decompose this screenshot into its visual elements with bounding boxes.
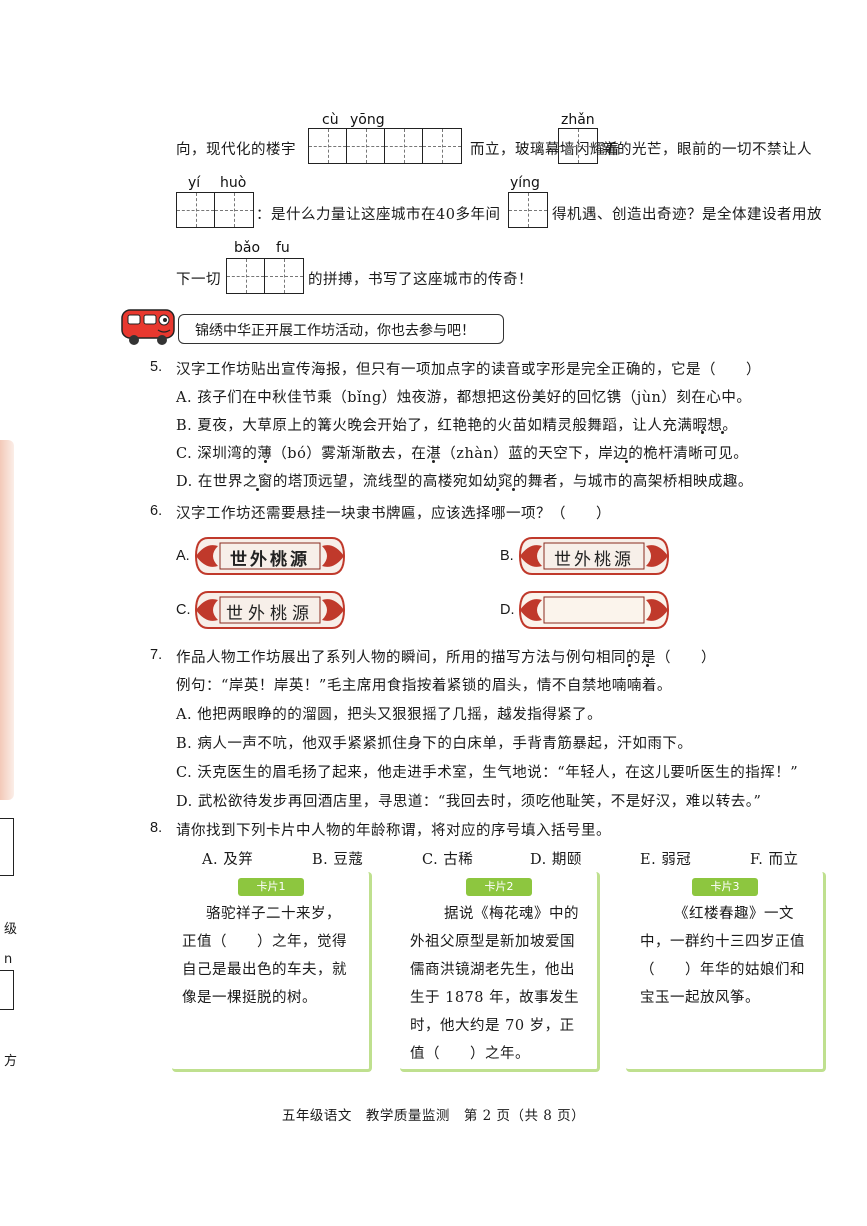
- q6-label-d: D.: [500, 602, 515, 618]
- banner-speech-bubble: 锦绣中华正开展工作坊活动，你也去参与吧！: [178, 314, 504, 344]
- q8-choice-e: E. 弱冠: [640, 852, 692, 868]
- q7-example: 例句：“岸英！岸英！”毛主席用食指按着紧锁的眉头，情不自禁地喃喃着。: [176, 678, 672, 694]
- q5-option-c[interactable]: C. 深圳湾的薄（bó）雾渐渐散去，在湛（zhàn）蓝的天空下，岸边的桅杆清晰可…: [176, 446, 749, 462]
- passage-line3-post: 的拼搏，书写了这座城市的传奇！: [308, 272, 533, 288]
- q7-stem: 作品人物工作坊展出了系列人物的瞬间，所用的描写方法与例句相同的是（ ）: [176, 650, 716, 666]
- q5-option-b[interactable]: B. 夏夜，大草原上的篝火晚会开始了，红艳艳的火苗如精灵般舞蹈，让人充满暇想。: [176, 418, 738, 434]
- card-2-line-3: 儒商洪镜湖老先生，他出: [410, 962, 575, 978]
- q6-stem: 汉字工作坊还需要悬挂一块隶书牌匾，应该选择哪一项？（ ）: [176, 506, 611, 522]
- pinyin-yi: yí: [188, 175, 201, 191]
- emphasis-dot: [264, 460, 267, 463]
- card-tag-2: 卡片2: [466, 878, 532, 896]
- plaque-a-text: 世外桃源: [230, 550, 310, 570]
- plaque-b[interactable]: 世外桃源: [518, 534, 670, 578]
- page-footer: 五年级语文 教学质量监测 第 2 页（共 8 页）: [281, 1108, 586, 1124]
- emphasis-dot: [701, 431, 704, 434]
- banner-text: 锦绣中华正开展工作坊活动，你也去参与吧！: [195, 323, 475, 339]
- bus-icon: [121, 309, 175, 345]
- q7-option-d[interactable]: D. 武松欲待发步再回酒店里，寻思道：“我回去时，须吃他耻笑，不是好汉，难以转去…: [176, 794, 762, 810]
- card-2-line-4: 生于 1878 年，故事发生: [410, 990, 580, 1006]
- q7-option-b[interactable]: B. 病人一声不吭，他双手紧紧抓住身下的白床单，手背青筋暴起，汗如雨下。: [176, 736, 693, 752]
- card-1: 卡片1 骆驼祥子二十来岁， 正值（ ）之年，觉得 自己是最出色的车夫，就 像是一…: [172, 872, 372, 1072]
- margin-decoration: [0, 440, 14, 800]
- card-2-line-5: 时，他大约是 70 岁，正: [410, 1018, 575, 1034]
- passage-line1-post: 新的光芒，眼前的一切不禁让人: [602, 142, 812, 158]
- q7-option-a[interactable]: A. 他把两眼睁的的溜圆，把头又狠狠摇了几摇，越发指得紧了。: [176, 707, 603, 723]
- pinyin-cu: cù: [322, 112, 339, 128]
- emphasis-dot: [256, 488, 259, 491]
- margin-box-2: [0, 970, 14, 1010]
- card-3-line-2: 中，一群约十三四岁正值: [640, 934, 805, 950]
- q5-number: 5.: [150, 359, 163, 375]
- card-1-line-4: 像是一棵挺脱的树。: [182, 990, 317, 1006]
- passage-line2-post: ：是什么力量让这座城市在40多年间: [256, 207, 501, 223]
- margin-char-fang: 方: [4, 1054, 18, 1069]
- card-2: 卡片2 据说《梅花魂》中的 外祖父原型是新加坡爱国 儒商洪镜湖老先生，他出 生于…: [400, 872, 600, 1072]
- q8-choice-f: F. 而立: [750, 852, 799, 868]
- card-3-line-4: 宝玉一起放风筝。: [640, 990, 760, 1006]
- q7-number: 7.: [150, 647, 163, 663]
- card-1-line-2[interactable]: 正值（ ）之年，觉得: [182, 934, 347, 950]
- emphasis-dot: [628, 664, 631, 667]
- emphasis-dot: [496, 488, 499, 491]
- q5-option-a[interactable]: A. 孩子们在中秋佳节乘（bǐng）烛夜游，都想把这份美好的回忆镌（jùn）刻在…: [176, 390, 752, 406]
- q5-option-d[interactable]: D. 在世界之窗的塔顶远望，流线型的高楼宛如幼窕的舞者，与城市的高架桥相映成趣。: [176, 474, 753, 490]
- q5-stem: 汉字工作坊贴出宣传海报，但只有一项加点字的读音或字形是完全正确的，它是（ ）: [176, 362, 761, 378]
- plaque-frame-icon: [518, 537, 670, 575]
- q8-choice-c: C. 古稀: [422, 852, 474, 868]
- card-tag-3: 卡片3: [692, 878, 758, 896]
- card-tag-1: 卡片1: [238, 878, 304, 896]
- pinyin-zhan: zhǎn: [561, 112, 595, 128]
- q8-choice-a: A. 及笄: [202, 852, 254, 868]
- margin-char-n: n: [4, 952, 13, 967]
- answer-box-ying[interactable]: [508, 192, 548, 228]
- q8-choice-b: B. 豆蔻: [312, 852, 364, 868]
- passage-line2-end: 得机遇、创造出奇迹？是全体建设者用放: [552, 207, 822, 223]
- margin-char-grade: 级: [4, 922, 18, 937]
- answer-box-yihuo[interactable]: [176, 192, 254, 228]
- plaque-d[interactable]: [518, 588, 670, 632]
- emphasis-dot: [625, 460, 628, 463]
- card-3-line-1: 《红楼春趣》一文: [674, 906, 794, 922]
- card-1-line-1: 骆驼祥子二十来岁，: [206, 906, 341, 922]
- pinyin-bao: bǎo: [234, 240, 261, 256]
- emphasis-dot: [512, 488, 515, 491]
- answer-box-baofu[interactable]: [226, 258, 304, 294]
- passage-line3-pre: 下一切: [176, 272, 221, 288]
- pinyin-ying: yíng: [510, 175, 540, 191]
- q6-label-b: B.: [500, 548, 514, 564]
- passage-line1-pre: 向，现代化的楼宇: [176, 142, 296, 158]
- card-1-line-3: 自己是最出色的车夫，就: [182, 962, 347, 978]
- card-3: 卡片3 《红楼春趣》一文 中，一群约十三四岁正值 （ ）年华的姑娘们和 宝玉一起…: [626, 872, 826, 1072]
- answer-box-cuyong[interactable]: [308, 128, 462, 164]
- plaque-b-text: 世外桃源: [554, 550, 634, 569]
- plaque-frame-icon: [518, 591, 670, 629]
- q7-option-c[interactable]: C. 沃克医生的眉毛扬了起来，他走进手术室，生气地说：“年轻人，在这儿要听医生的…: [176, 765, 799, 781]
- card-2-line-6[interactable]: 值（ ）之年。: [410, 1046, 530, 1062]
- pinyin-fu: fu: [276, 240, 290, 256]
- pinyin-huo: huò: [220, 175, 247, 191]
- plaque-frame-icon: [194, 537, 346, 575]
- plaque-c[interactable]: 世外桃源: [194, 588, 346, 632]
- q6-number: 6.: [150, 503, 163, 519]
- q8-stem: 请你找到下列卡片中人物的年龄称谓，将对应的序号填入括号里。: [176, 823, 611, 839]
- plaque-a[interactable]: 世外桃源: [194, 534, 346, 578]
- pinyin-yong: yōng: [350, 112, 385, 128]
- margin-box-1: [0, 818, 14, 876]
- q6-label-c: C.: [176, 602, 191, 618]
- card-2-line-2: 外祖父原型是新加坡爱国: [410, 934, 575, 950]
- plaque-c-text: 世外桃源: [226, 604, 314, 624]
- emphasis-dot: [721, 431, 724, 434]
- plaque-frame-icon: [194, 591, 346, 629]
- emphasis-dot: [646, 664, 649, 667]
- answer-box-zhan[interactable]: [558, 128, 598, 164]
- emphasis-dot: [432, 460, 435, 463]
- card-2-line-1: 据说《梅花魂》中的: [444, 906, 579, 922]
- q8-number: 8.: [150, 820, 163, 836]
- q8-choice-d: D. 期颐: [530, 852, 582, 868]
- q6-label-a: A.: [176, 548, 190, 564]
- card-3-line-3[interactable]: （ ）年华的姑娘们和: [640, 962, 805, 978]
